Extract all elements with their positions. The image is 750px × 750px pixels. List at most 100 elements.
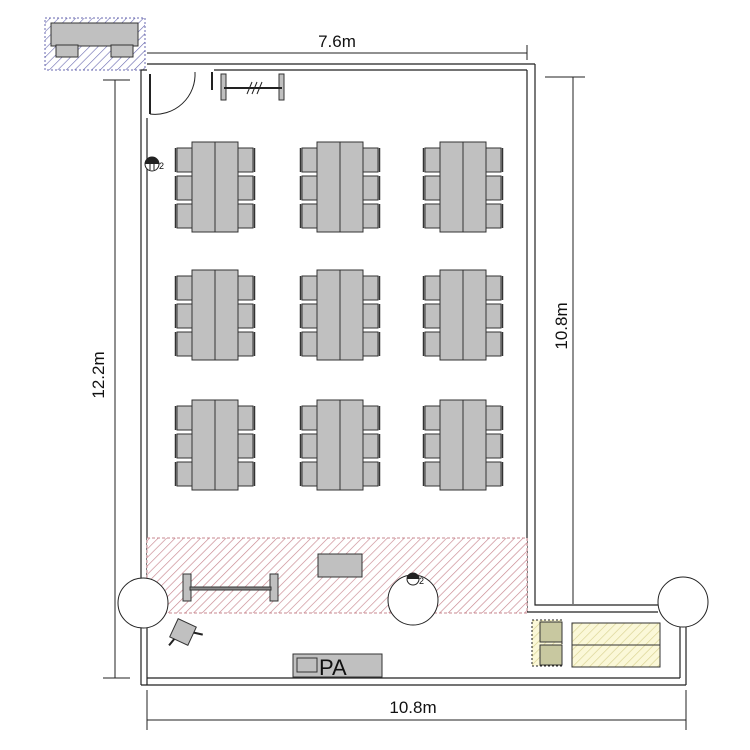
chair <box>301 147 318 173</box>
table-group <box>174 399 256 491</box>
table-group <box>422 141 504 233</box>
outlet-icon: 2 <box>406 572 424 586</box>
bottom-width-label: 10.8m <box>389 698 436 717</box>
chair <box>424 461 441 487</box>
left-height-label: 12.2m <box>89 351 108 398</box>
chair <box>424 331 441 357</box>
stage-area <box>146 537 528 614</box>
chair <box>485 405 502 431</box>
table <box>339 141 364 233</box>
chair <box>176 405 193 431</box>
chair <box>424 275 441 301</box>
table-group <box>174 141 256 233</box>
chair <box>301 433 318 459</box>
outlet-count-label: 2 <box>419 576 424 586</box>
chair <box>362 405 379 431</box>
table <box>462 269 487 361</box>
table <box>316 141 341 233</box>
table <box>339 269 364 361</box>
chair <box>237 175 254 201</box>
chair <box>301 461 318 487</box>
chair <box>301 275 318 301</box>
chair <box>237 331 254 357</box>
chair <box>424 147 441 173</box>
chair <box>301 203 318 229</box>
table <box>214 269 239 361</box>
table <box>439 141 464 233</box>
chair <box>424 203 441 229</box>
chair <box>424 405 441 431</box>
right-height-label: 10.8m <box>552 302 571 349</box>
table <box>439 269 464 361</box>
outlet-count-label: 2 <box>159 161 164 171</box>
table <box>462 399 487 491</box>
chair <box>485 175 502 201</box>
table-group <box>299 399 381 491</box>
table <box>214 399 239 491</box>
table-group <box>422 269 504 361</box>
lectern-table <box>317 553 363 578</box>
chair <box>301 303 318 329</box>
chair <box>485 433 502 459</box>
chair <box>362 331 379 357</box>
chair <box>485 275 502 301</box>
table-groups <box>174 141 504 491</box>
table <box>214 141 239 233</box>
chair <box>485 331 502 357</box>
dimension-lines <box>103 45 687 730</box>
table <box>191 399 216 491</box>
chair <box>424 303 441 329</box>
pa-label: PA <box>319 655 347 680</box>
table <box>316 399 341 491</box>
table <box>439 399 464 491</box>
partition-board <box>220 73 285 101</box>
table <box>339 399 364 491</box>
table <box>316 269 341 361</box>
top-width-label: 7.6m <box>318 32 356 51</box>
chair <box>424 175 441 201</box>
chair <box>362 147 379 173</box>
table <box>462 141 487 233</box>
chair <box>485 461 502 487</box>
camera-stand <box>168 618 203 646</box>
pa-system: PA <box>292 653 383 680</box>
chair <box>485 147 502 173</box>
chair <box>485 303 502 329</box>
chair <box>176 275 193 301</box>
pillar <box>657 576 709 628</box>
chair <box>301 331 318 357</box>
chair <box>301 175 318 201</box>
chair <box>176 433 193 459</box>
chair <box>176 203 193 229</box>
chair <box>237 275 254 301</box>
chair <box>362 275 379 301</box>
chair <box>362 461 379 487</box>
chair <box>176 175 193 201</box>
stage-bench <box>182 573 279 602</box>
chair <box>176 461 193 487</box>
pillar <box>117 577 169 629</box>
chair <box>176 331 193 357</box>
table-group <box>422 399 504 491</box>
chair <box>237 147 254 173</box>
chair <box>424 433 441 459</box>
chair <box>362 303 379 329</box>
chair <box>176 303 193 329</box>
chair <box>176 147 193 173</box>
chair <box>237 433 254 459</box>
chair <box>237 405 254 431</box>
chair <box>485 203 502 229</box>
chair <box>237 303 254 329</box>
chair <box>362 433 379 459</box>
entrance-door[interactable] <box>149 71 213 115</box>
table-group <box>299 269 381 361</box>
chair <box>237 203 254 229</box>
reception-desk <box>44 17 146 71</box>
chair <box>362 203 379 229</box>
table-group <box>299 141 381 233</box>
storage-area <box>531 619 661 668</box>
table <box>191 141 216 233</box>
chair <box>362 175 379 201</box>
